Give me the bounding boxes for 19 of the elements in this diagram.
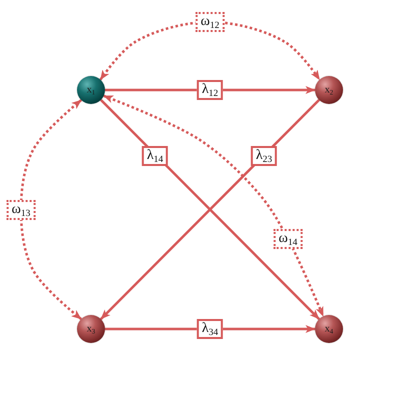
node-label: x$_{4}$ (324, 324, 334, 334)
edge-label: ω$_{13}$ (6, 200, 36, 220)
sphere-node (77, 315, 105, 343)
edge-label: λ$_{14}$ (142, 146, 168, 166)
arrow (105, 86, 316, 94)
sphere-node (315, 76, 343, 104)
dotted-double-arrow (20, 99, 82, 320)
edge-label: λ$_{12}$ (196, 80, 224, 100)
edge-label: λ$_{34}$ (196, 319, 224, 339)
edge-label: ω$_{14}$ (274, 229, 302, 249)
node-label: x$_{3}$ (86, 324, 96, 334)
node-label: x$_{2}$ (324, 84, 334, 96)
sphere-node (315, 315, 343, 343)
dotted-double-arrow (99, 20, 321, 80)
arrow (105, 325, 316, 333)
edge-label: λ$_{23}$ (250, 146, 278, 166)
sphere-node (77, 76, 105, 104)
edge-label: ω$_{12}$ (196, 12, 224, 32)
node-label: x$_{1}$ (86, 84, 96, 96)
